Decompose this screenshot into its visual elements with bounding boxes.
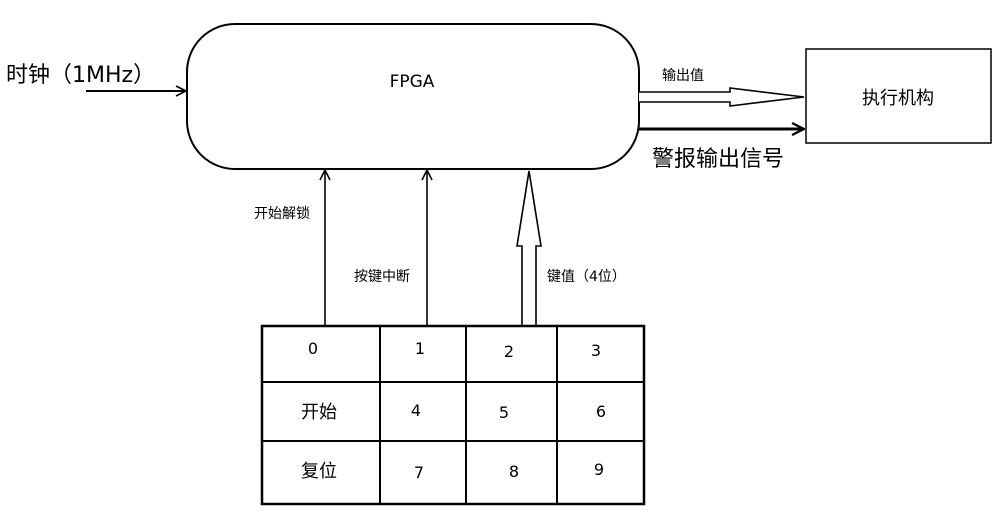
key-cell: 开始 (301, 402, 337, 423)
key-cell: 3 (591, 341, 601, 360)
start-unlock-label: 开始解锁 (254, 206, 310, 222)
output-value-label: 输出值 (662, 68, 704, 84)
clock-label: 时钟（1MHz） (6, 63, 155, 88)
fpga-label: FPGA (390, 72, 435, 92)
actuator-block (805, 48, 992, 144)
key-cell: 5 (499, 403, 509, 422)
key-cell: 复位 (301, 461, 337, 482)
output-value-arrow (639, 87, 805, 107)
key-value-label: 键值（4位） (547, 269, 626, 285)
key-cell: 2 (504, 342, 514, 361)
keypad-frame (260, 324, 646, 506)
key-cell: 6 (596, 402, 606, 421)
alarm-output-label: 警报输出信号 (652, 147, 784, 172)
key-cell: 8 (509, 462, 519, 481)
key-interrupt-label: 按键中断 (354, 269, 410, 285)
key-value-arrow (516, 170, 542, 326)
actuator-label: 执行机构 (862, 88, 934, 109)
key-cell: 1 (415, 339, 425, 358)
key-cell: 0 (308, 339, 318, 358)
fpga-block (186, 23, 640, 170)
key-cell: 9 (594, 460, 604, 479)
key-cell: 7 (414, 463, 424, 482)
key-cell: 4 (411, 401, 421, 420)
keypad: 0 1 2 3 开始 4 5 6 复位 7 8 9 (260, 324, 646, 506)
